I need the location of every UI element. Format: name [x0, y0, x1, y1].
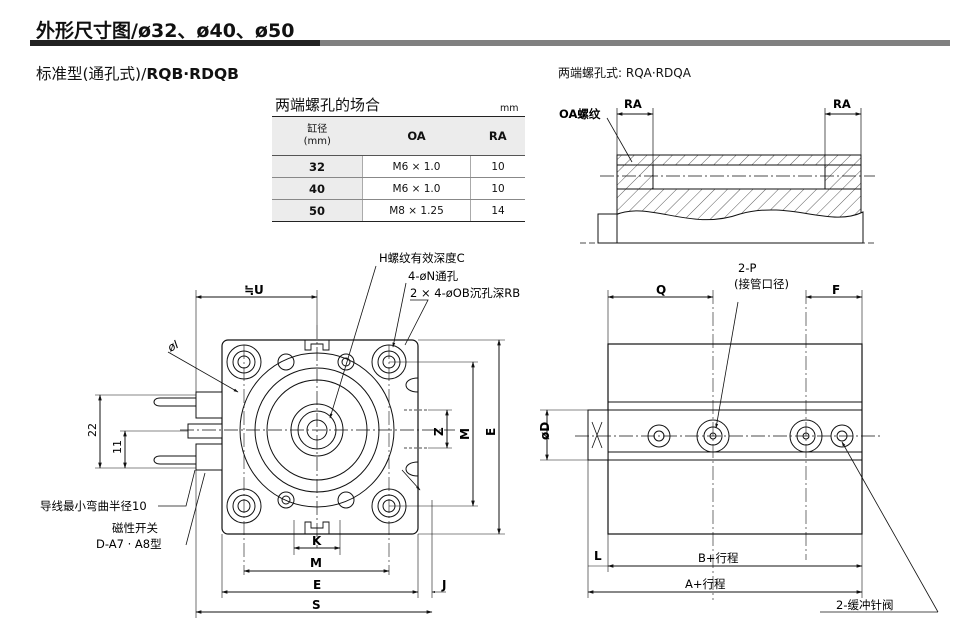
m-vertical-label: M — [458, 428, 472, 440]
side-view — [540, 290, 939, 613]
table-row: 40 M6 × 1.0 10 — [272, 177, 525, 200]
oa-cell: M8 × 1.25 — [362, 199, 471, 222]
table-title: 两端螺孔的场合 — [275, 96, 381, 114]
subtitle-model: RQB·RDQB — [146, 65, 239, 83]
h-thread-label: H螺纹有效深度C — [379, 251, 465, 265]
ra-header: RA — [470, 116, 525, 156]
subtitle-prefix: 标准型(通孔式)/ — [36, 65, 147, 83]
ra-cell: 10 — [470, 155, 525, 178]
ra-label-right: RA — [833, 97, 851, 111]
oa-cell: M6 × 1.0 — [362, 177, 471, 200]
e-vertical-label: E — [484, 428, 498, 436]
table-unit: mm — [500, 103, 519, 114]
port-label-line2: (接管口径) — [734, 277, 789, 291]
cushion-needle-label: 2-缓冲针阀 — [836, 598, 893, 612]
od-dim-label: øD — [538, 422, 552, 440]
section-view — [580, 108, 875, 244]
page-title: 外形尺寸图/ø32、ø40、ø50 — [36, 20, 295, 42]
bore-cell: 50 — [272, 199, 363, 222]
title-underline-bar — [30, 40, 950, 46]
bore-header-line1: 缸径 — [307, 124, 328, 135]
b-stroke-label: B+行程 — [698, 551, 739, 565]
bore-header: 缸径(mm) — [272, 116, 363, 156]
dim-22-label: 22 — [86, 423, 99, 437]
j-dim-label: J — [441, 578, 446, 592]
m-horizontal-label: M — [310, 556, 322, 570]
ra-label-left: RA — [624, 97, 642, 111]
f-dim-label: F — [832, 283, 840, 297]
wire-bend-label: 导线最小弯曲半径10 — [40, 499, 147, 513]
dim-11-label: 11 — [111, 440, 124, 454]
phi-i-label: øI — [164, 337, 181, 355]
n-hole-label: 4-øN通孔 — [408, 269, 459, 283]
switch-label-line1: 磁性开关 — [112, 521, 158, 535]
k-dim-label: K — [312, 534, 322, 548]
bore-header-line2: (mm) — [303, 136, 331, 147]
oa-cell: M6 × 1.0 — [362, 155, 471, 178]
e-horizontal-label: E — [313, 578, 321, 592]
ob-counterbore-label: 2 × 4-øOB沉孔深RB — [410, 286, 520, 300]
s-dim-label: S — [312, 598, 321, 612]
port-label-line1: 2-P — [738, 261, 756, 275]
table-row: 50 M8 × 1.25 14 — [272, 199, 525, 222]
table-row: 32 M6 × 1.0 10 — [272, 155, 525, 178]
u-dim-label: ≒U — [244, 283, 264, 297]
switch-label-line2: D-A7 · A8型 — [96, 537, 162, 551]
front-view — [95, 265, 505, 618]
standard-type-subtitle: 标准型(通孔式)/RQB·RDQB — [36, 62, 239, 84]
ra-cell: 14 — [470, 199, 525, 222]
q-dim-label: Q — [656, 283, 666, 297]
z-dim-label: Z — [432, 427, 446, 436]
table-header-row: 缸径(mm) OA RA — [272, 116, 525, 156]
thread-spec-table: 缸径(mm) OA RA 32 M6 × 1.0 10 40 M6 × 1.0 … — [272, 116, 525, 222]
oa-header: OA — [362, 116, 471, 156]
l-dim-label: L — [594, 549, 602, 563]
title-underline-accent — [30, 40, 320, 46]
bore-cell: 40 — [272, 177, 363, 200]
section-view-title: 两端螺孔式: RQA·RDQA — [558, 66, 691, 80]
a-stroke-label: A+行程 — [685, 577, 726, 591]
ra-cell: 10 — [470, 177, 525, 200]
bore-cell: 32 — [272, 155, 363, 178]
oa-thread-label: OA螺纹 — [559, 107, 601, 121]
